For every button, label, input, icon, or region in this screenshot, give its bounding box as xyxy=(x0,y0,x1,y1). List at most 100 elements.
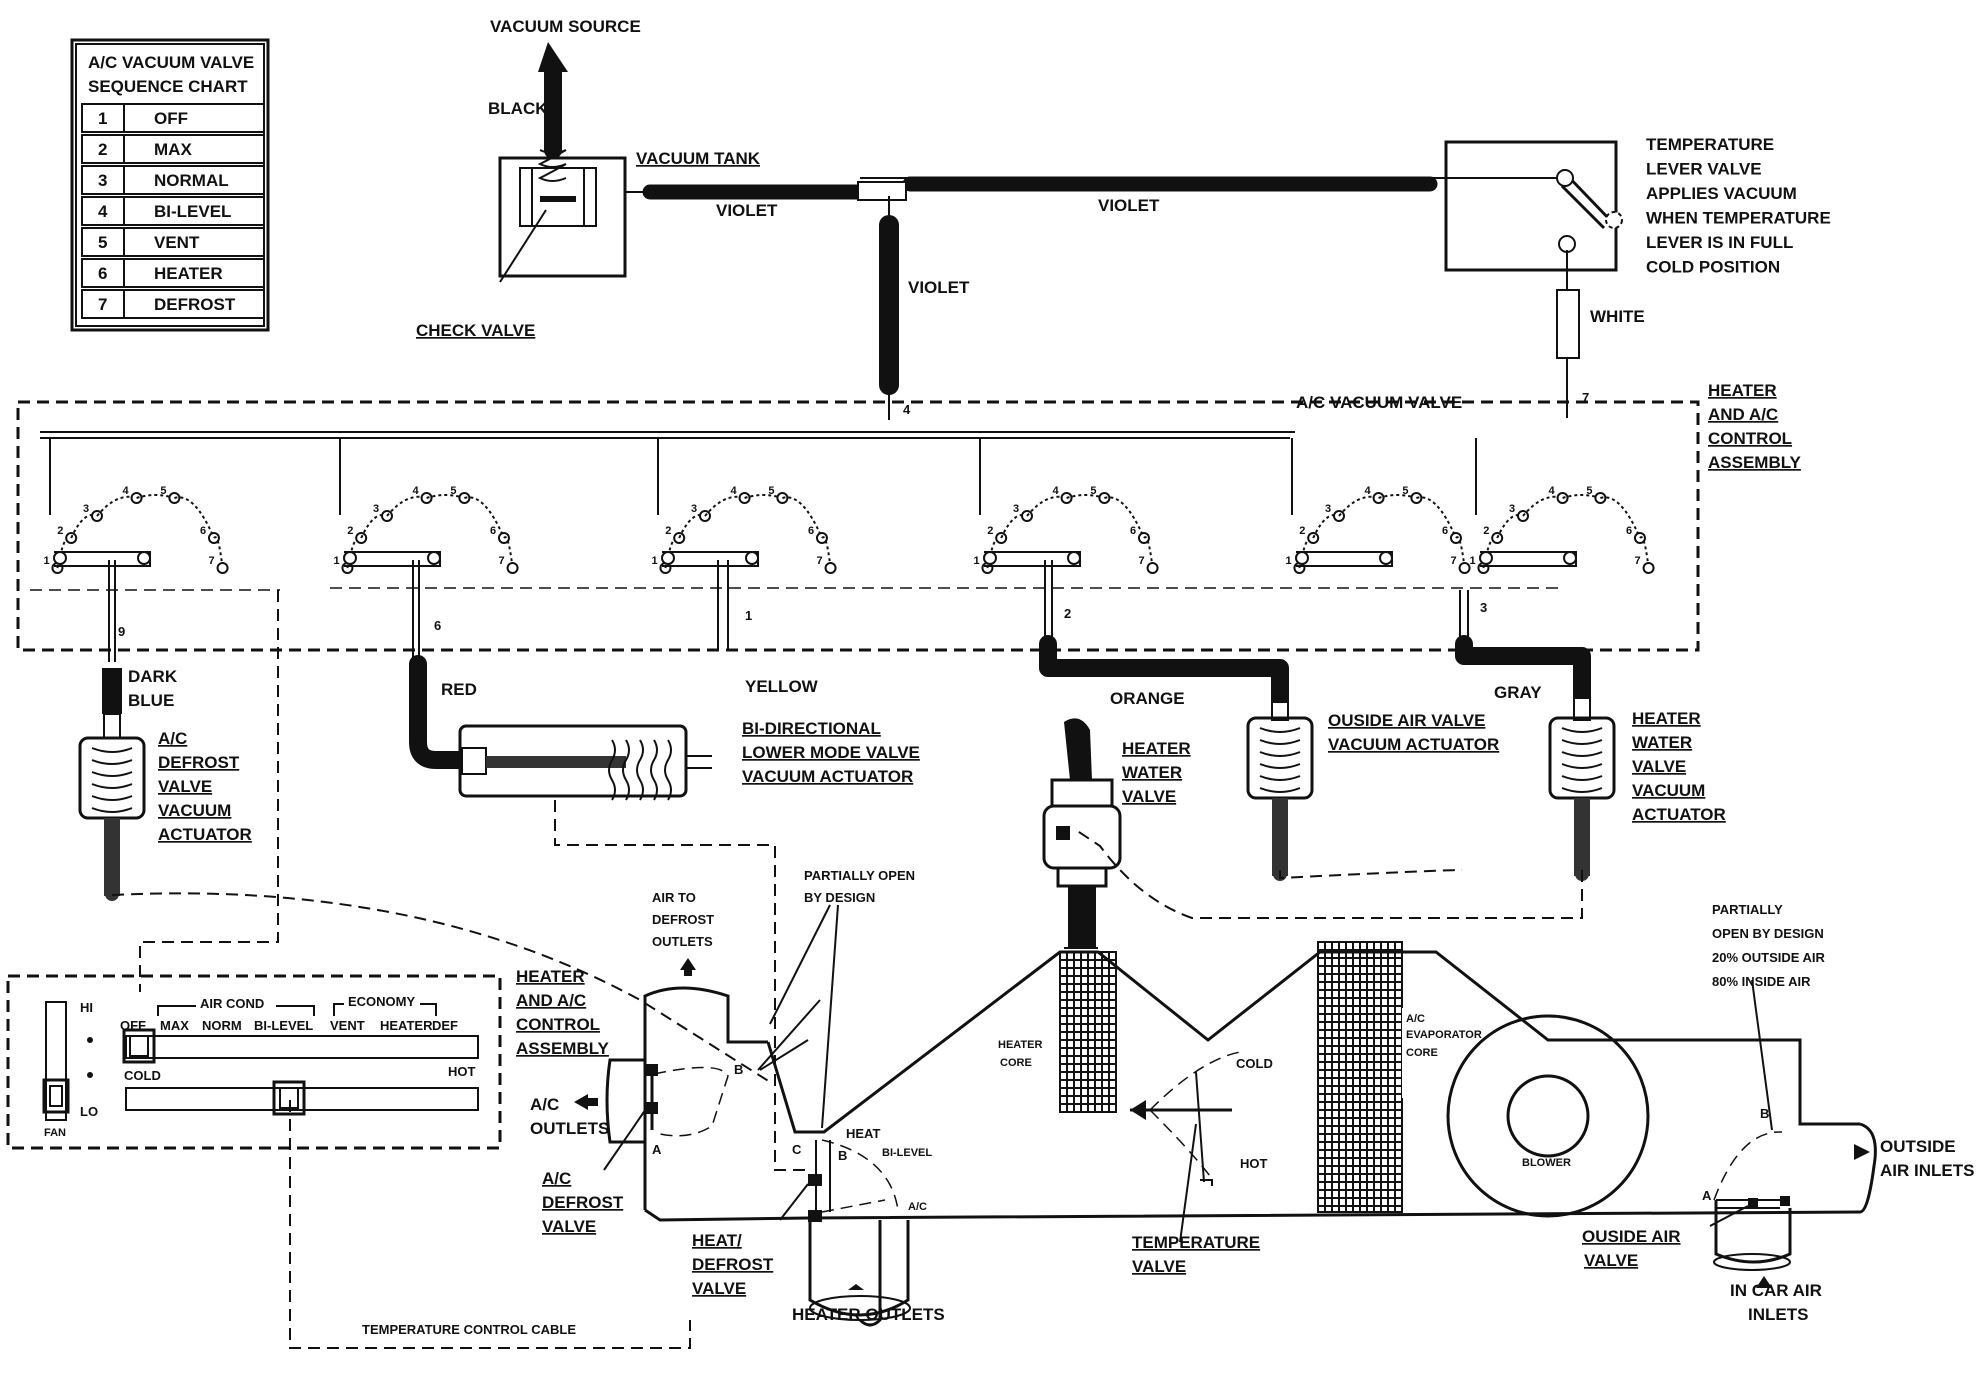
dark-blue-1: DARK xyxy=(128,667,178,686)
chart-row-label: HEATER xyxy=(154,264,223,283)
valve-port xyxy=(1146,562,1159,574)
fan-lo: LO xyxy=(80,1104,98,1119)
ac-outlets-2: OUTLETS xyxy=(530,1119,609,1138)
port-number: 4 xyxy=(1365,485,1372,497)
vacuum-tank-label: VACUUM TANK xyxy=(636,149,761,168)
chart-row-number: 7 xyxy=(98,295,107,314)
line-number-3: 3 xyxy=(1480,600,1487,615)
line-number-6: 6 xyxy=(434,618,441,633)
hac-top-line: CONTROL xyxy=(1708,429,1792,448)
port-number: 3 xyxy=(1013,503,1019,515)
line-number-2: 2 xyxy=(1064,606,1071,621)
in-car-inlets-1: IN CAR AIR xyxy=(1730,1281,1822,1300)
hwva-text-line: WATER xyxy=(1632,733,1692,752)
port-number: 1 xyxy=(333,555,339,567)
port-number: 5 xyxy=(450,485,456,497)
outside-air-inlets-2: AIR INLETS xyxy=(1880,1161,1974,1180)
port-number: 1 xyxy=(1469,555,1475,567)
temp-lever-text-line: COLD POSITION xyxy=(1646,258,1780,277)
temp-lever-text-line: APPLIES VACUUM xyxy=(1646,184,1797,203)
hwva-text-line: VALVE xyxy=(1632,757,1686,776)
hac-bottom-line: CONTROL xyxy=(516,1015,600,1034)
port-number: 6 xyxy=(200,525,206,537)
ac-defrost-actuator: 9 DARK BLUE A/CDEFROSTVALVEVACUUMACTUATO… xyxy=(78,560,252,901)
partially-open-2: BY DESIGN xyxy=(804,890,875,905)
hwva-text-line: ACTUATOR xyxy=(1632,805,1726,824)
outside-air-inlets-1: OUTSIDE xyxy=(1880,1137,1956,1156)
ac-defrost-valve-3: VALVE xyxy=(542,1217,596,1236)
air-cond-label: AIR COND xyxy=(200,996,264,1011)
port-number: 1 xyxy=(1285,555,1291,567)
hwva-text-line: HEATER xyxy=(1632,709,1701,728)
temp-lever[interactable] xyxy=(272,1080,306,1116)
blower-label: BLOWER xyxy=(1522,1157,1571,1169)
chart-row xyxy=(81,103,265,133)
chart-row-label: OFF xyxy=(154,109,188,128)
port-number: 6 xyxy=(1442,525,1448,537)
white-label: WHITE xyxy=(1590,307,1645,326)
outside-air-valve-1: OUSIDE AIR xyxy=(1582,1227,1681,1246)
orange-label: ORANGE xyxy=(1110,689,1185,708)
port-number: 6 xyxy=(490,525,496,537)
letter-b-3: B xyxy=(1760,1106,1769,1121)
in-car-arrow-icon xyxy=(1756,1276,1772,1288)
oaa-text-line: OUSIDE AIR VALVE xyxy=(1328,711,1485,730)
hot-label: HOT xyxy=(1240,1156,1268,1171)
chart-row-number: 2 xyxy=(98,140,107,159)
acd-act-text-line: VALVE xyxy=(158,777,212,796)
bidir-text-line: BI-DIRECTIONAL xyxy=(742,719,881,738)
hac-bottom-line: HEATER xyxy=(516,967,585,986)
mode-position-label: HEATER xyxy=(380,1018,433,1033)
ac-vacuum-valve-label: A/C VACUUM VALVE xyxy=(1296,393,1462,412)
chart-row xyxy=(81,165,265,195)
ac-outlet-arrow-icon xyxy=(574,1094,588,1110)
outside-air-arrow-icon xyxy=(1854,1144,1870,1160)
acd-act-text-line: A/C xyxy=(158,729,187,748)
port-number: 5 xyxy=(1090,485,1096,497)
heater-outlets-label: HEATER OUTLETS xyxy=(792,1305,945,1324)
chart-row-number: 4 xyxy=(98,202,108,221)
port-number: 5 xyxy=(768,485,774,497)
evap-core-2: EVAPORATOR xyxy=(1406,1029,1482,1041)
evaporator-core-grid xyxy=(1317,941,1442,1213)
vacuum-arrow-icon xyxy=(538,42,568,72)
port-number: 2 xyxy=(347,525,353,537)
outside-air-valve-2: VALVE xyxy=(1584,1251,1638,1270)
valve-port xyxy=(1642,562,1655,574)
acd-act-text-line: VACUUM xyxy=(158,801,231,820)
chart-row xyxy=(81,289,265,319)
hac-bottom-line: AND A/C xyxy=(516,991,586,1010)
valve-port xyxy=(1458,562,1471,574)
in-car-inlets-2: INLETS xyxy=(1748,1305,1808,1324)
hwv-text-line: HEATER xyxy=(1122,739,1191,758)
chart-row-label: DEFROST xyxy=(154,295,236,314)
chart-row xyxy=(81,227,265,257)
heat-label: HEAT xyxy=(846,1126,880,1141)
valve-port xyxy=(824,562,837,574)
mode-lever[interactable] xyxy=(122,1028,156,1064)
line-number-9: 9 xyxy=(118,624,125,639)
acd-act-text-line: DEFROST xyxy=(158,753,240,772)
partially-open2-4: 80% INSIDE AIR xyxy=(1712,974,1811,989)
violet-lines: VIOLET VIOLET VIOLET xyxy=(625,176,1438,420)
port-number: 1 xyxy=(973,555,979,567)
air-to-defrost-2: DEFROST xyxy=(652,912,714,927)
temp-lever-text-line: LEVER IS IN FULL xyxy=(1646,233,1793,252)
port-number: 7 xyxy=(1139,555,1145,567)
line-number-4: 4 xyxy=(903,402,911,417)
port-number: 7 xyxy=(1451,555,1457,567)
